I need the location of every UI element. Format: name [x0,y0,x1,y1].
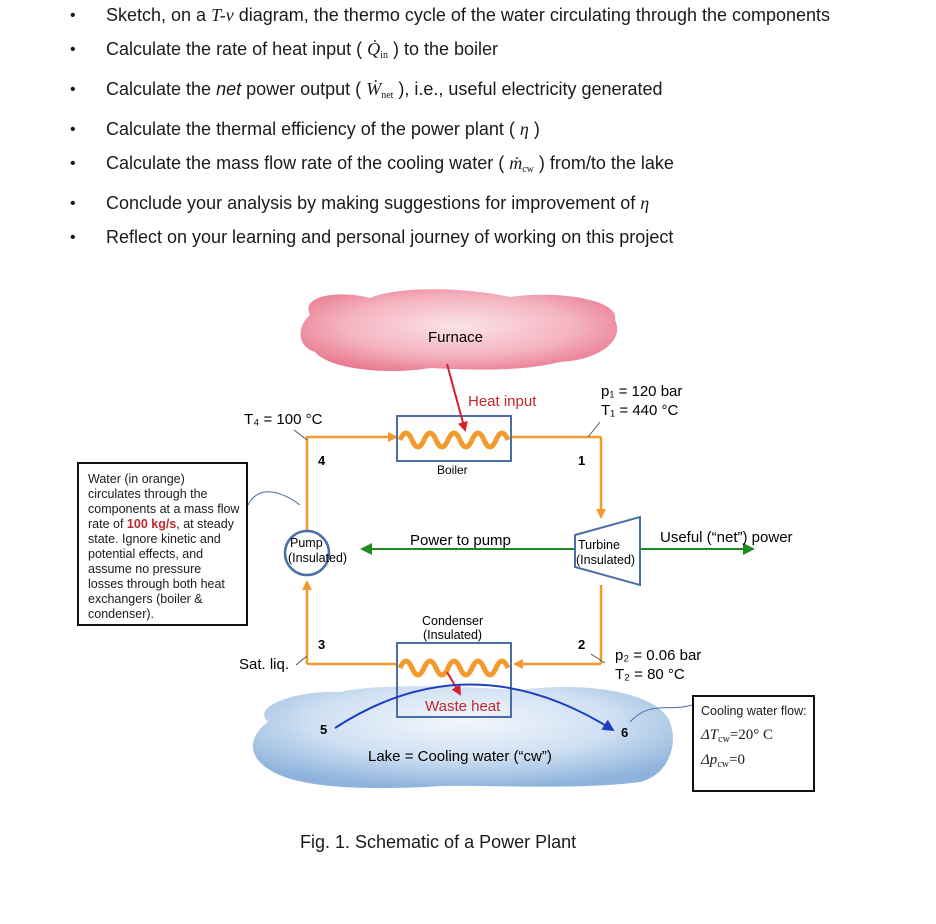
cooling-note-leader [629,704,693,723]
task-item: •Sketch, on a T-v diagram, the thermo cy… [70,5,831,25]
pump-label: Pump [290,536,323,550]
state4-temperature: T₄ = 100 °C [244,411,323,428]
water-loop [302,432,606,669]
condenser-coil [397,658,511,678]
bullet-icon: • [70,7,76,24]
node-6: 6 [621,725,628,740]
furnace-label: Furnace [428,329,483,346]
turbine-insulated-label: (Insulated) [576,553,635,567]
net-power-label: Useful (“net”) power [660,529,793,546]
pump [283,529,331,577]
task-item: •Reflect on your learning and personal j… [70,227,674,247]
boiler-coil [397,430,511,450]
state2-pressure: p₂ = 0.06 bar [615,647,701,664]
cooling-water-note: Cooling water flow: ΔTcw=20° C Δpcw=0 [692,695,815,792]
bullet-icon: • [70,41,76,58]
waste-heat-label: Waste heat [425,698,501,715]
node-4: 4 [318,453,326,468]
cooling-temp-equation: ΔTcw=20° C [701,727,774,745]
sat-liq-label: Sat. liq. [239,656,289,673]
bullet-icon: • [70,229,76,246]
cooling-water-arc [334,683,615,732]
condenser-insulated-label: (Insulated) [423,628,482,642]
node-1: 1 [578,453,585,468]
lake-cloud [252,686,673,789]
condenser [396,642,512,718]
cooling-note-title: Cooling water flow: [701,704,807,718]
water-note-text-end: , at steady state. Ignore kinetic and po… [88,517,234,621]
state2-leader [590,653,606,664]
figure-caption: Fig. 1. Schematic of a Power Plant [300,832,577,852]
water-flow-rate: 100 kg/s [126,517,177,531]
state2-temperature: T₂ = 80 °C [615,666,685,683]
task-item: •Calculate the net power output ( Ẇnet )… [70,79,663,101]
turbine [574,515,641,587]
task-list: •Sketch, on a T-v diagram, the thermo cy… [62,4,882,260]
heat-input-label: Heat input [468,393,537,410]
water-note-text: Water (in orange) circulates through the… [88,472,240,531]
bullet-icon: • [70,155,76,172]
cooling-pressure-equation: Δpcw=0 [701,752,745,770]
heat-input-arrow [446,363,468,432]
waste-heat-arrow [446,671,462,696]
task-item: •Calculate the mass flow rate of the coo… [70,153,674,175]
state1-temperature: T₁ = 440 °C [601,402,679,419]
water-flow-note: Water (in orange) circulates through the… [77,462,248,626]
pump-insulated-label: (Insulated) [288,551,347,565]
furnace-cloud [300,289,618,372]
node-3: 3 [318,637,325,652]
node-2: 2 [578,637,585,652]
state1-leader [587,421,601,438]
turbine-label: Turbine [578,538,620,552]
lake-label: Lake = Cooling water (“cw”) [368,748,552,765]
task-item: •Calculate the rate of heat input ( Q̇in… [70,39,499,61]
bullet-icon: • [70,195,76,212]
node-5: 5 [320,722,327,737]
bullet-icon: • [70,81,76,98]
bullet-icon: • [70,121,76,138]
state4-leader [293,429,308,441]
power-to-pump-label: Power to pump [410,532,511,549]
condenser-label: Condenser [422,614,483,628]
task-item: •Conclude your analysis by making sugges… [70,193,650,213]
boiler [396,415,512,462]
boiler-label: Boiler [437,463,468,477]
water-note-leader [247,491,301,506]
state1-pressure: p₁ = 120 bar [601,383,682,400]
sat-liq-leader [295,655,308,666]
task-item: •Calculate the thermal efficiency of the… [70,119,540,139]
